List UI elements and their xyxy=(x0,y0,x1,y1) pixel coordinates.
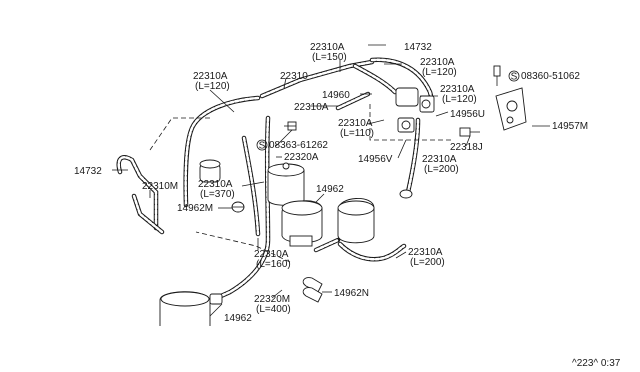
label-14957m: 14957M xyxy=(552,121,588,132)
label-14732-left: 14732 xyxy=(74,166,102,177)
label-bolt-08360: 08360-51062 xyxy=(521,71,580,82)
label-l200a: (L=200) xyxy=(424,164,459,175)
label-14960: 14960 xyxy=(322,90,350,101)
clamp-14962n xyxy=(302,277,323,303)
reservoir-22320a xyxy=(267,162,305,206)
label-22310m: 22310M xyxy=(142,181,178,192)
label-l150: (L=150) xyxy=(312,52,347,63)
label-l120b: (L=120) xyxy=(195,81,230,92)
parts xyxy=(159,65,527,326)
screw-marker-2: S xyxy=(256,139,268,152)
label-l200b: (L=200) xyxy=(410,257,445,268)
label-14962-mid: 14962 xyxy=(316,184,344,195)
fitting-22318j xyxy=(459,127,480,137)
valve-cluster xyxy=(395,87,435,133)
label-14962-bot: 14962 xyxy=(224,313,252,324)
label-14956v: 14956V xyxy=(358,154,393,165)
hose-14732-left xyxy=(116,155,159,231)
screw-marker-1: S xyxy=(508,70,520,83)
label-l400: (L=400) xyxy=(256,304,291,315)
label-22310a-left: 22310A xyxy=(193,71,228,82)
label-bolt-08363: 08363-61262 xyxy=(269,140,328,151)
label-22310a-120c: 22310A xyxy=(440,84,475,95)
bracket-14957m xyxy=(495,87,527,131)
label-22320a: 22320A xyxy=(284,152,319,163)
leader-lines xyxy=(112,44,550,317)
label-14962m: 14962M xyxy=(177,203,213,214)
label-22310a-160: 22310A xyxy=(254,249,289,260)
label-22310a-110: 22310A xyxy=(338,118,373,129)
small-canister xyxy=(199,159,221,183)
label-14732-top: 14732 xyxy=(404,42,432,53)
label-l120c: (L=120) xyxy=(442,94,477,105)
fitting-mid xyxy=(284,121,297,131)
label-14962n: 14962N xyxy=(334,288,369,299)
label-l110: (L=110) xyxy=(340,128,374,139)
label-22310a-200a: 22310A xyxy=(422,154,457,165)
label-l120a: (L=120) xyxy=(422,67,457,78)
label-22320m: 22320M xyxy=(254,294,290,305)
clip-14962m xyxy=(231,201,245,213)
label-22310a-120a: 22310A xyxy=(420,57,455,68)
tank-center xyxy=(281,200,323,247)
part-labels: 22310A (L=150) 14732 22310A (L=120) 2231… xyxy=(74,42,621,369)
label-22310a-200b: 22310A xyxy=(408,247,443,258)
screw-marker-1-letter: S xyxy=(511,72,518,83)
label-22310: 22310 xyxy=(280,71,308,82)
tank-right xyxy=(337,198,375,244)
fitting-lower-right xyxy=(399,189,413,199)
label-22318j: 22318J xyxy=(450,142,483,153)
diagram-code: ^223^ 0:37 xyxy=(572,358,621,369)
dashed-guides xyxy=(149,104,452,263)
hose-network xyxy=(116,57,435,303)
label-l160: (L=160) xyxy=(256,259,291,270)
label-22310a-mid: 22310A xyxy=(294,102,329,113)
label-l370: (L=370) xyxy=(200,189,235,200)
label-22310a-top: 22310A xyxy=(310,42,345,53)
screw-marker-2-letter: S xyxy=(259,141,266,152)
bolt-08360 xyxy=(493,65,501,86)
canister-bottom xyxy=(159,291,223,326)
label-22310a-370: 22310A xyxy=(198,179,233,190)
label-14956u: 14956U xyxy=(450,109,485,120)
